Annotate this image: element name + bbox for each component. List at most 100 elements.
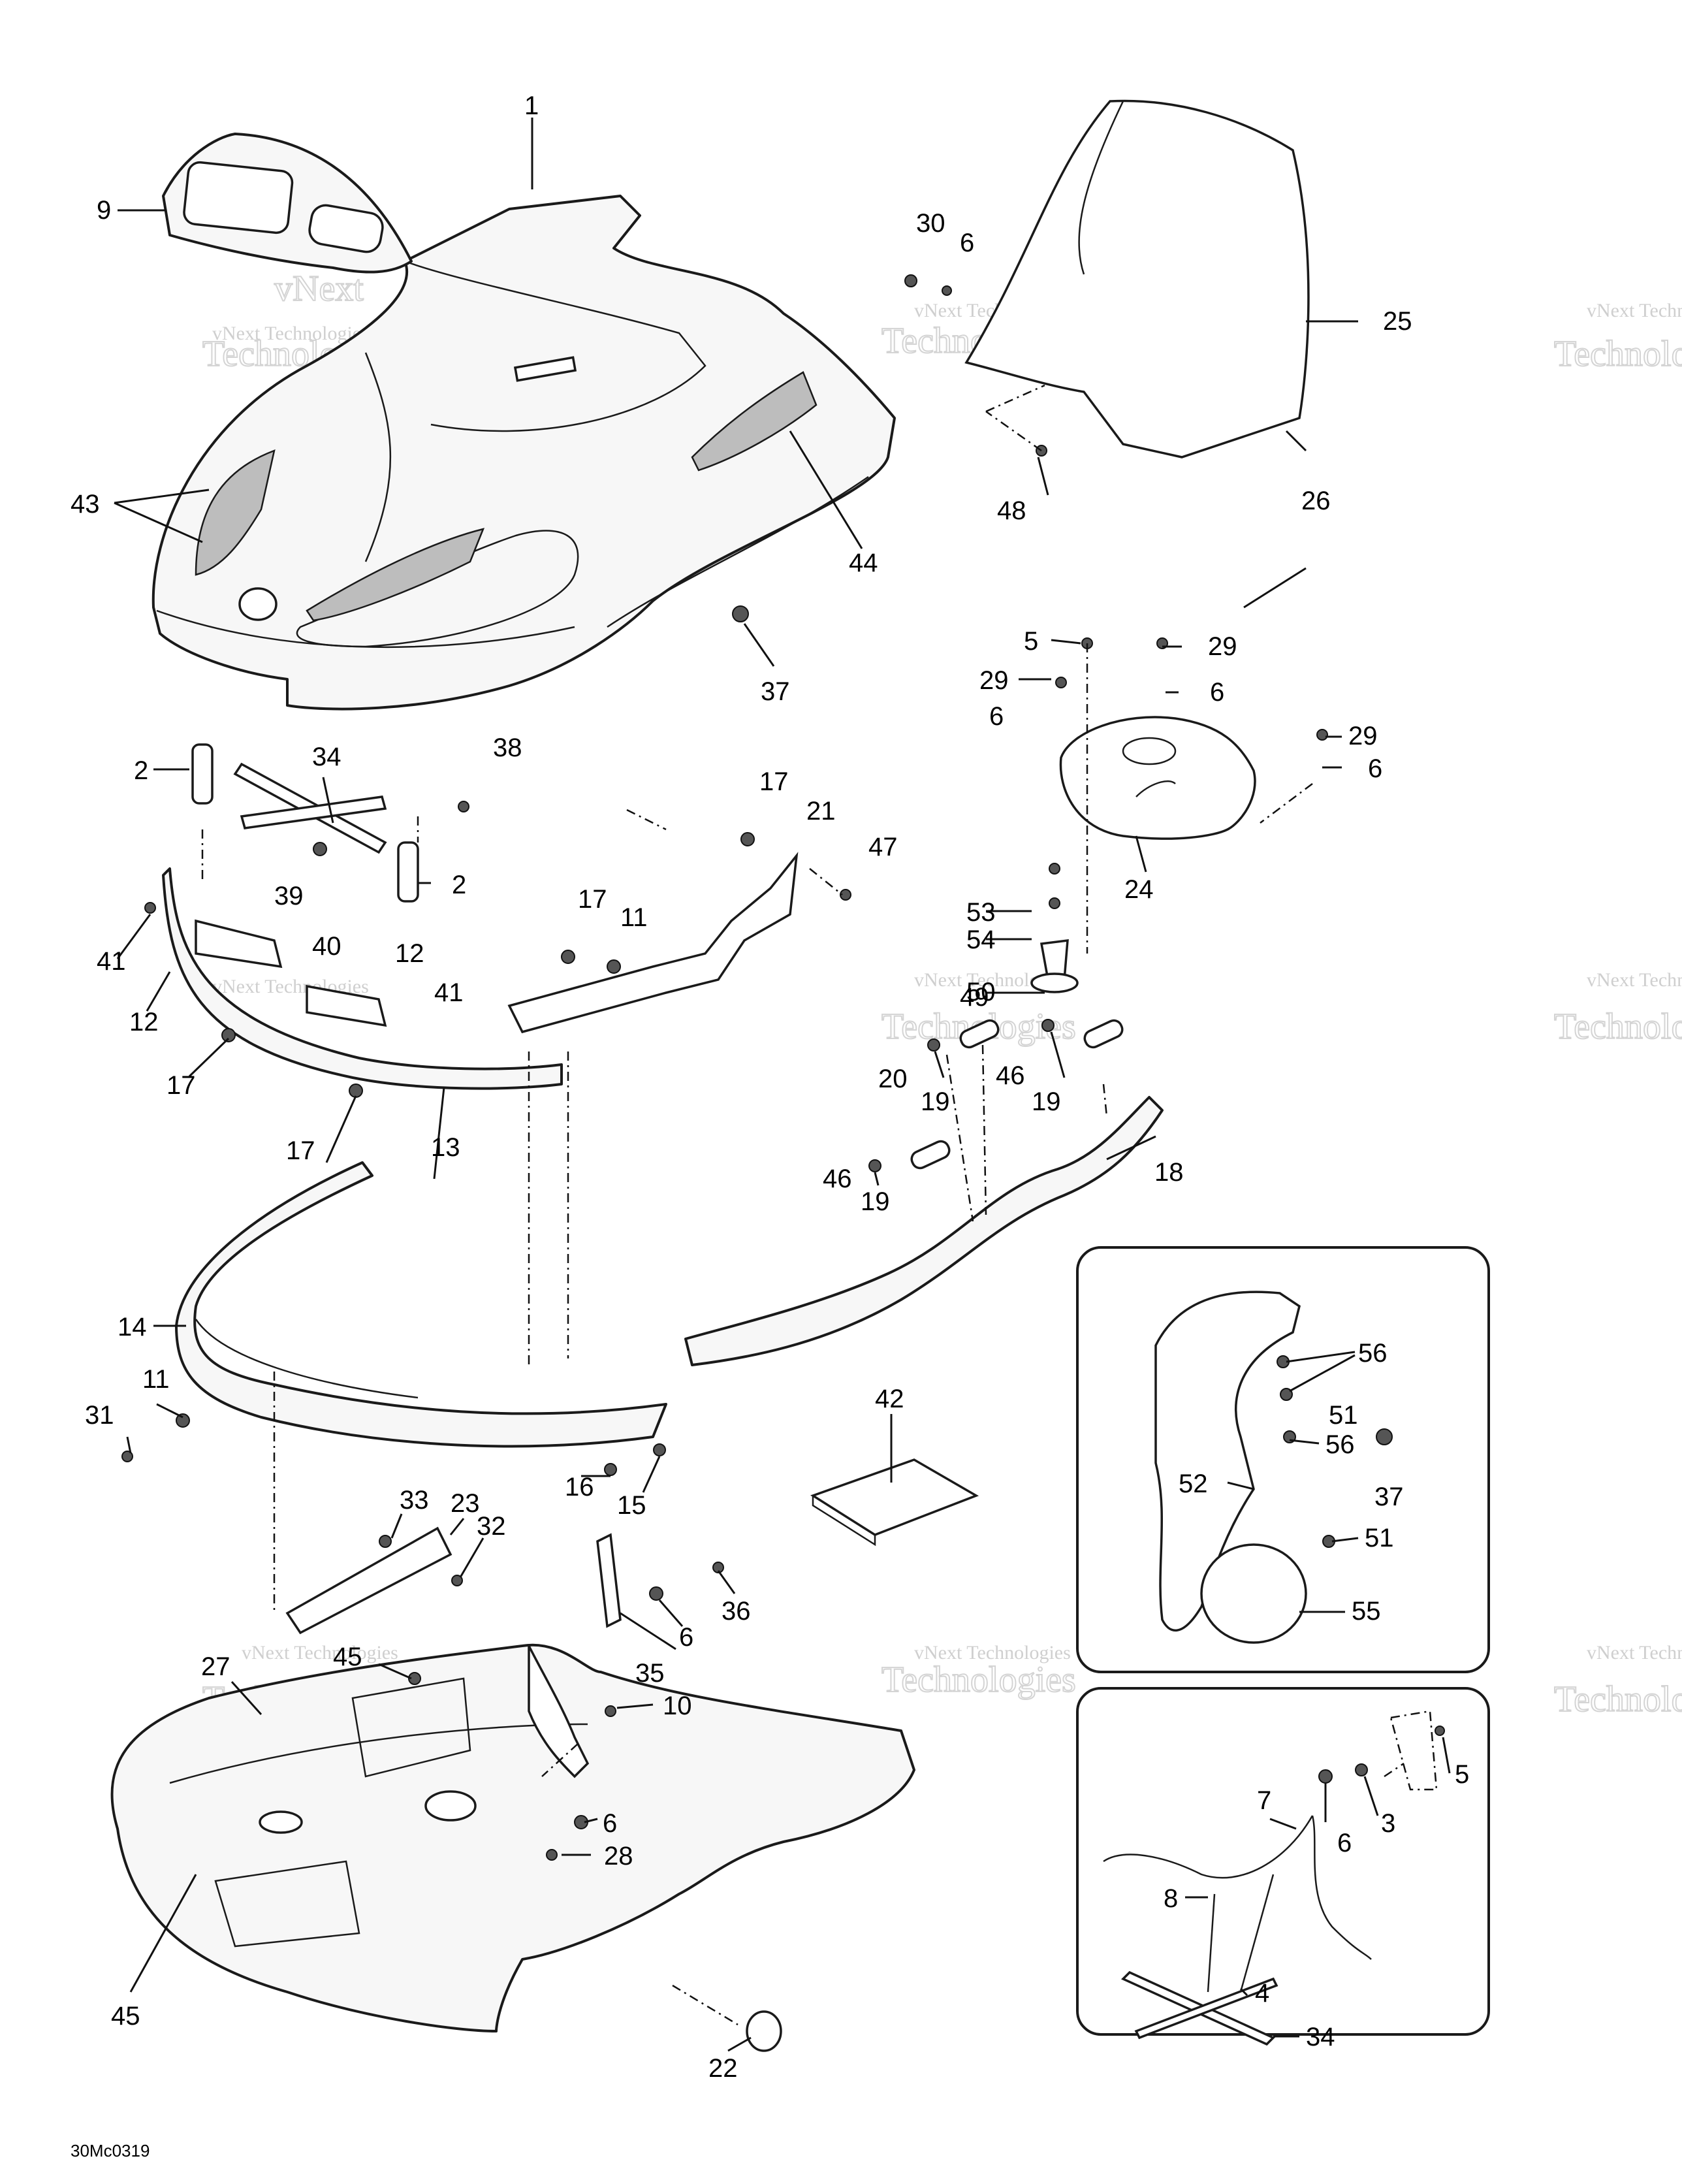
belly-pan-27[interactable] <box>110 1643 915 2032</box>
support-bar-21[interactable] <box>507 852 799 1034</box>
callout-15: 15 <box>617 1491 646 1520</box>
callout-3: 3 <box>1381 1809 1395 1838</box>
hood-part[interactable] <box>151 195 896 711</box>
callout-18: 18 <box>1154 1158 1184 1187</box>
front-bumper-14[interactable] <box>175 1161 667 1448</box>
callout-24: 24 <box>1124 875 1154 904</box>
callout-49-visible: 49 <box>960 983 989 1012</box>
callout-2: 2 <box>134 756 148 785</box>
callout-47: 47 <box>868 833 898 861</box>
callout-45: 45 <box>333 1643 362 1671</box>
callout-20: 20 <box>878 1065 908 1093</box>
pad-19-b[interactable] <box>1082 1018 1124 1050</box>
bracket-23[interactable] <box>285 1526 452 1635</box>
callout-17: 17 <box>759 767 789 796</box>
callout-5: 5 <box>1024 627 1038 656</box>
callout-19: 19 <box>1032 1087 1061 1116</box>
callout-17: 17 <box>578 885 607 914</box>
assembly-lines <box>201 384 1404 2026</box>
callout-5: 5 <box>1455 1760 1469 1789</box>
callout-56: 56 <box>1358 1339 1388 1368</box>
callout-53: 53 <box>966 898 996 927</box>
callout-8: 8 <box>1164 1884 1178 1913</box>
callout-17: 17 <box>286 1136 315 1165</box>
front-bumper-bracket-13[interactable] <box>162 867 563 1090</box>
air-box-55[interactable] <box>1154 1291 1307 1644</box>
watermark-text: vNext Technologies <box>1587 300 1682 321</box>
callout-12: 12 <box>395 939 424 968</box>
pad-19-a[interactable] <box>958 1018 1000 1050</box>
callout-2: 2 <box>452 871 466 899</box>
callout-11: 11 <box>142 1365 170 1394</box>
callout-39: 39 <box>274 882 304 910</box>
callout-16: 16 <box>565 1473 594 1502</box>
callout-30: 30 <box>916 209 945 238</box>
callout-6: 6 <box>1210 678 1224 707</box>
callout-6: 6 <box>989 702 1004 731</box>
console-panel-24[interactable] <box>1059 716 1256 840</box>
mount-50[interactable] <box>1030 939 1079 993</box>
callout-50: 50 <box>966 978 996 1006</box>
callout-21: 21 <box>806 797 836 826</box>
callout-51: 51 <box>1365 1524 1394 1552</box>
cable-assembly-7[interactable] <box>1103 1815 1372 2046</box>
callout-41: 41 <box>97 947 126 976</box>
callout-19: 19 <box>861 1187 890 1216</box>
callout-26: 26 <box>1301 487 1331 515</box>
decal-42[interactable] <box>810 1458 979 1547</box>
bracket-2-left[interactable] <box>191 743 214 805</box>
watermark-text: vNext <box>274 268 364 309</box>
callout-12: 12 <box>129 1008 159 1036</box>
callout-48: 48 <box>997 496 1026 525</box>
cross-brace-34[interactable] <box>233 762 387 854</box>
callout-7: 7 <box>1257 1786 1271 1815</box>
callout-19: 19 <box>921 1087 950 1116</box>
watermark-text: vNext Technologies <box>242 1642 398 1663</box>
spring-8[interactable] <box>1207 1874 1275 1993</box>
watermark-text: Technologies <box>1554 1006 1682 1047</box>
callout-40: 40 <box>312 932 341 961</box>
callout-10: 10 <box>663 1692 692 1720</box>
callout-1: 1 <box>524 91 539 120</box>
callout-6: 6 <box>960 229 974 257</box>
callout-41: 41 <box>434 978 464 1007</box>
callout-17: 17 <box>167 1071 196 1100</box>
callout-38: 38 <box>493 733 522 762</box>
callout-32: 32 <box>477 1512 506 1541</box>
side-rail-18[interactable] <box>684 1096 1164 1366</box>
callout-6: 6 <box>679 1623 693 1652</box>
watermark-text: vNext Technologies <box>1587 969 1682 991</box>
callout-35: 35 <box>635 1659 665 1688</box>
callout-29: 29 <box>1208 632 1237 661</box>
trim-panel-9[interactable] <box>162 133 413 274</box>
bracket-2-right[interactable] <box>397 841 419 903</box>
watermark-text: vNext Technologies <box>212 323 369 344</box>
pad-19-c[interactable] <box>909 1139 951 1171</box>
callout-52: 52 <box>1179 1469 1208 1498</box>
callout-29: 29 <box>979 666 1009 695</box>
plug-22[interactable] <box>746 2010 782 2052</box>
panel-5-detail <box>1389 1710 1438 1791</box>
callout-54: 54 <box>966 925 996 954</box>
callout-43: 43 <box>71 490 100 519</box>
callout-34: 34 <box>312 743 341 771</box>
callout-28: 28 <box>604 1842 633 1871</box>
watermark-text: vNext Technologies <box>914 1642 1071 1663</box>
watermark-text: Technologies <box>1554 1679 1682 1720</box>
bracket-35[interactable] <box>596 1533 622 1628</box>
watermark-text: Technologies <box>881 1660 1076 1700</box>
callout-44: 44 <box>849 549 878 577</box>
figure-code: 30Mc0319 <box>71 2141 150 2160</box>
windshield-part[interactable] <box>964 99 1310 458</box>
callout-56: 56 <box>1325 1430 1355 1459</box>
callout-55: 55 <box>1352 1597 1381 1626</box>
callout-46: 46 <box>823 1164 852 1193</box>
watermark-text: Technologies <box>1554 334 1682 374</box>
callout-34: 34 <box>1306 2023 1335 2051</box>
callout-37: 37 <box>1374 1483 1404 1511</box>
callout-51: 51 <box>1329 1401 1358 1430</box>
callout-33: 33 <box>400 1486 429 1515</box>
callout-25: 25 <box>1383 307 1412 336</box>
callout-6: 6 <box>1368 754 1382 783</box>
callout-45: 45 <box>111 2002 140 2031</box>
